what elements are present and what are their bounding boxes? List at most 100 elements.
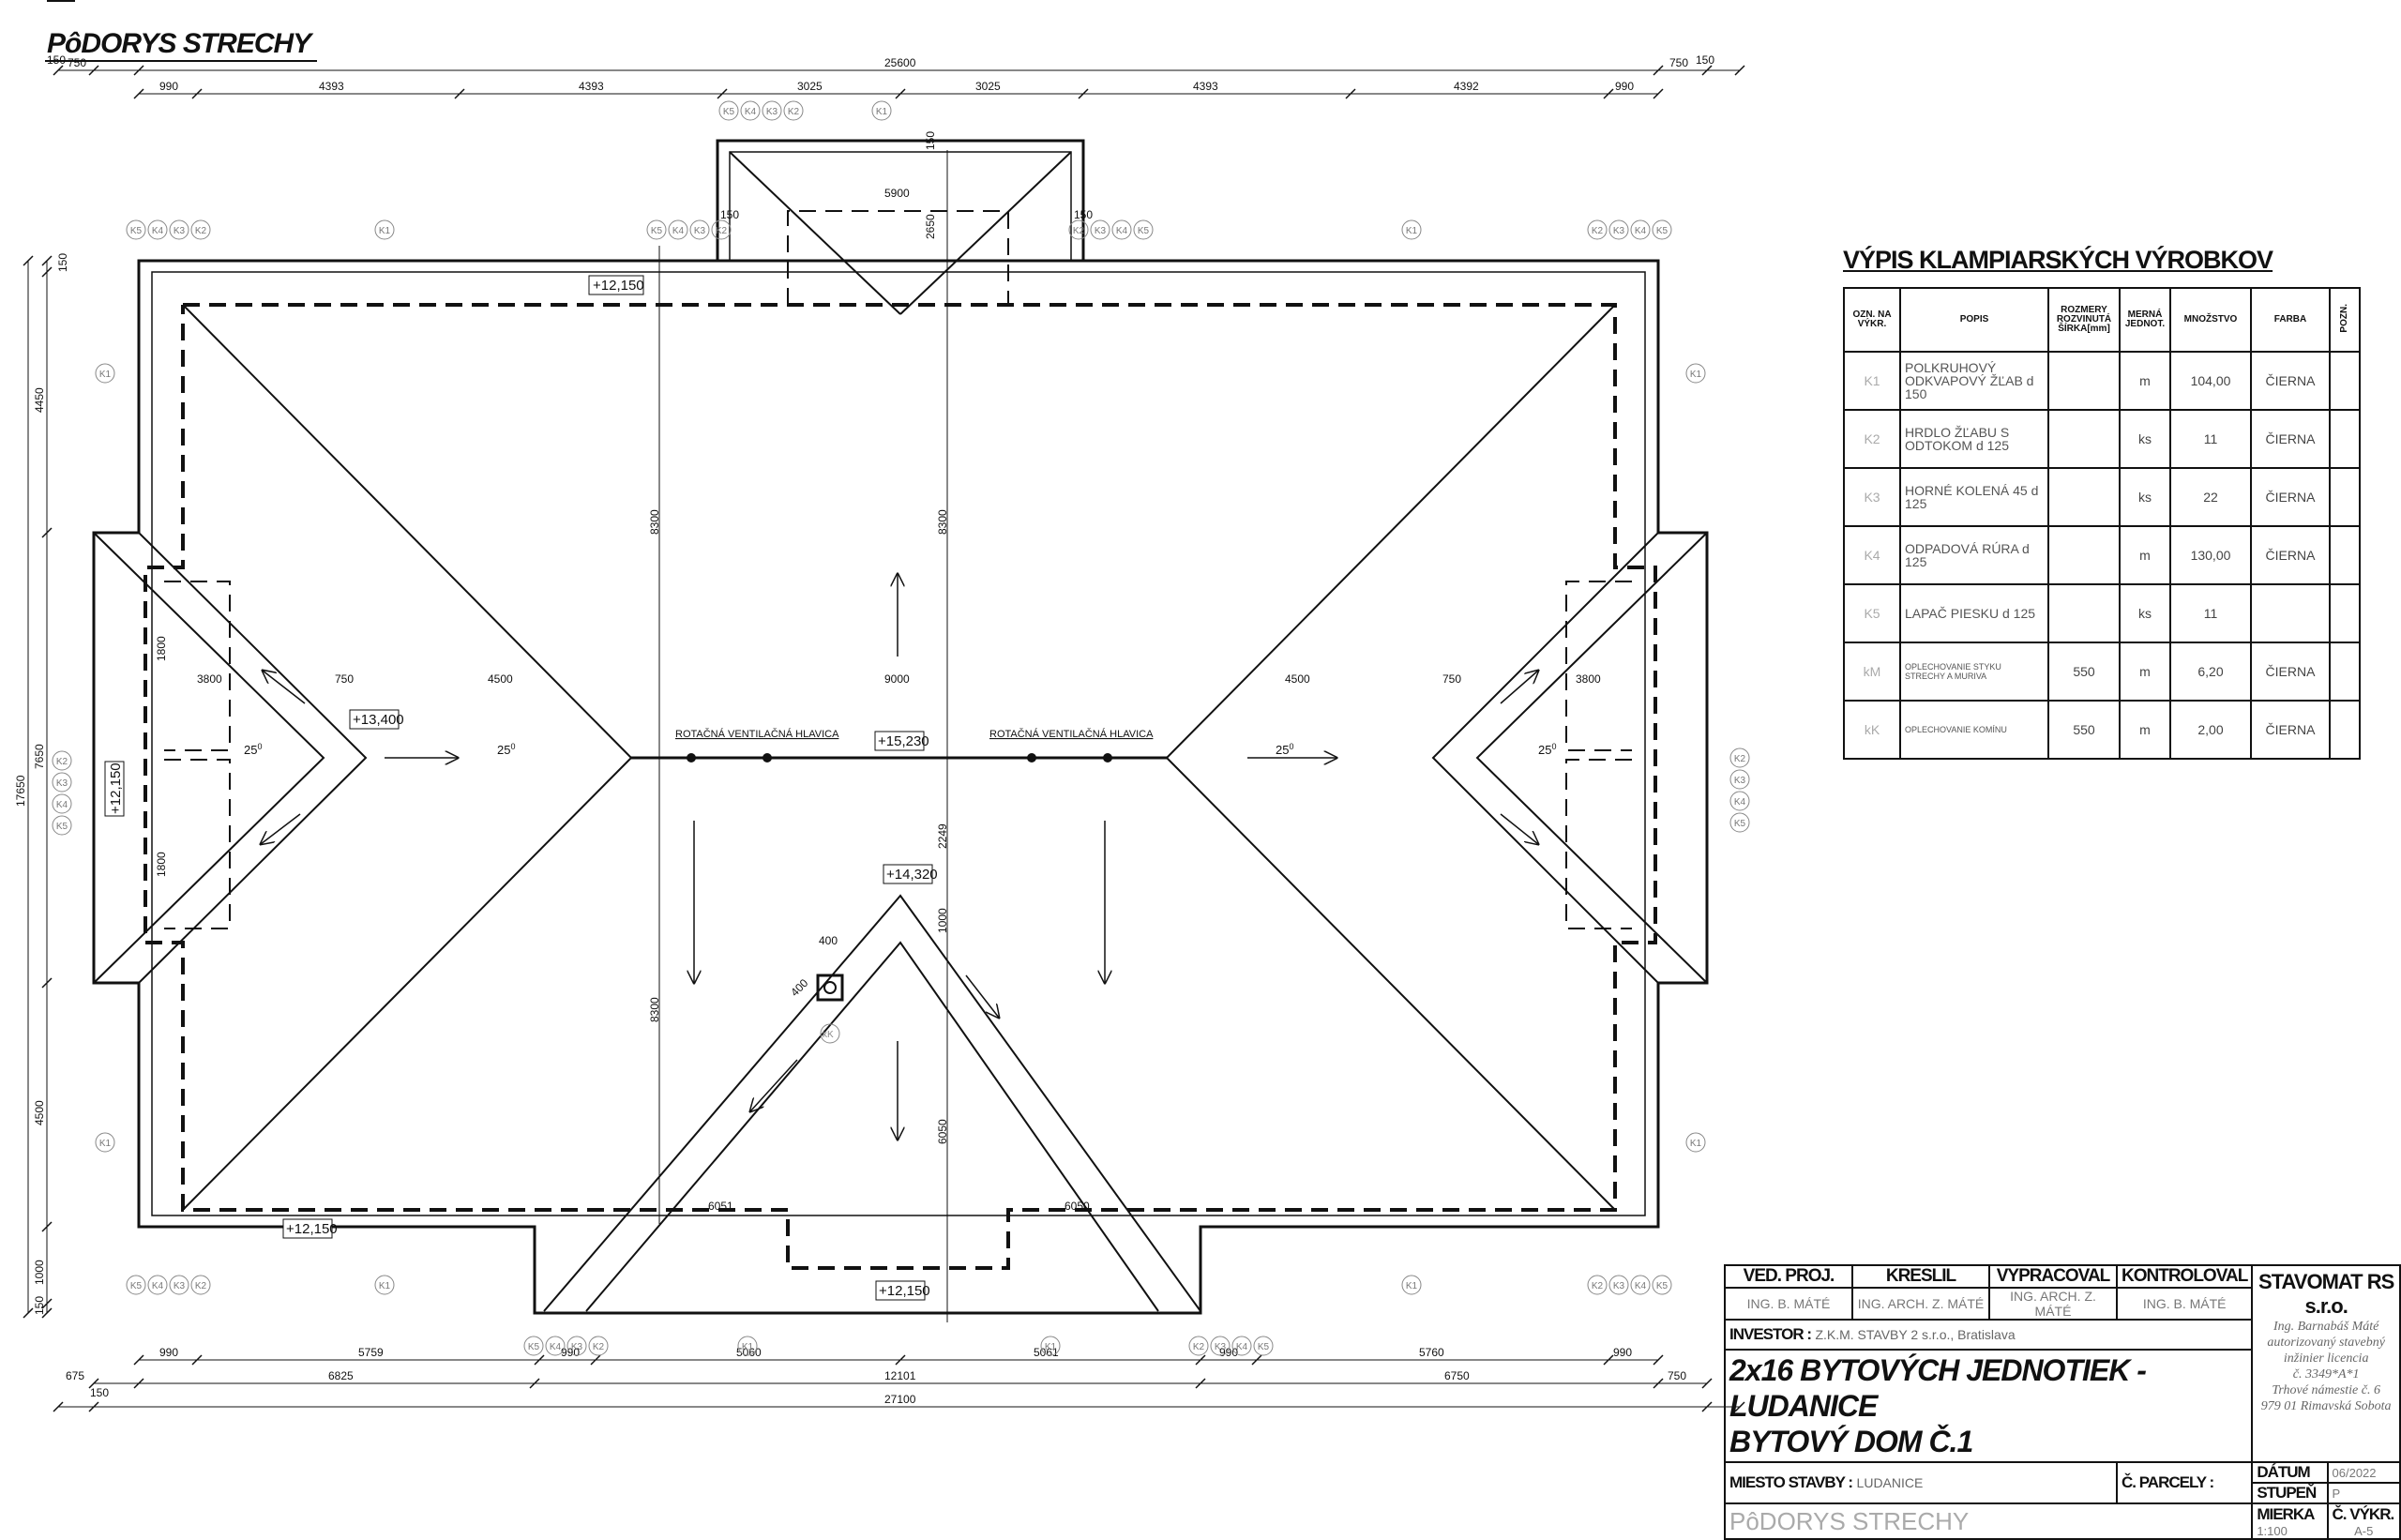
tb-ved-proj-label: VED. PROJ.	[1724, 1264, 1853, 1289]
roof-outline	[92, 139, 1709, 1315]
dimension-tick	[1195, 1378, 1206, 1389]
drain-tag-circle	[52, 750, 72, 771]
drain-tag-circle	[668, 219, 688, 240]
drain-tag-label: K2	[593, 1342, 605, 1352]
drain-tag-label: K1	[742, 1342, 754, 1352]
svg-text:8300: 8300	[648, 997, 661, 1022]
drain-tag-label: K4	[152, 1281, 164, 1291]
drain-tag-label: K2	[1073, 226, 1085, 236]
vent-label-right: ROTAČNÁ VENTILAČNÁ HLAVICA	[989, 728, 1154, 740]
dimension-tick	[41, 1298, 53, 1309]
svg-text:990: 990	[1613, 1346, 1632, 1359]
drain-tag-label: K5	[528, 1342, 540, 1352]
drain-tag-circle	[95, 1132, 115, 1153]
drain-tag-label: K1	[1406, 226, 1418, 236]
drain-tag-circle	[1133, 219, 1154, 240]
dimension-tick	[191, 1354, 203, 1366]
level-eave-top: +12,150	[593, 278, 644, 294]
dimension-tick	[88, 1401, 99, 1412]
drain-tag-circle	[1685, 363, 1706, 384]
drain-tag-circle	[1608, 219, 1629, 240]
drain-tag-label: K4	[1236, 1342, 1248, 1352]
svg-text:250: 250	[1538, 742, 1556, 757]
level-main-ridge: +15,230	[878, 733, 929, 749]
svg-text:2249: 2249	[936, 823, 949, 849]
dimension-tick	[23, 255, 34, 266]
svg-text:5061: 5061	[1034, 1346, 1059, 1359]
tb-parcel-label: Č. PARCELY :	[2122, 1473, 2214, 1491]
tb-scale-label: MIERKA	[2257, 1504, 2315, 1523]
svg-text:27100: 27100	[884, 1393, 916, 1406]
drain-tag-label: K4	[152, 226, 164, 236]
drain-tag-circle	[1587, 219, 1608, 240]
drain-tag-label: K4	[1116, 226, 1128, 236]
drain-tag-circle	[545, 1336, 566, 1356]
drain-tag-label: K4	[550, 1342, 562, 1352]
drain-tag-circle	[169, 1275, 189, 1295]
svg-text:750: 750	[1668, 1369, 1686, 1382]
dimension-tick	[590, 1354, 601, 1366]
table-row: K5 LAPAČ PIESKU d 125 ks 11	[1843, 583, 2361, 643]
dimension-tick	[1251, 1354, 1262, 1366]
tb-stage-label: STUPEŇ	[2251, 1482, 2329, 1504]
drain-tag-circle	[711, 219, 732, 240]
svg-text:1800: 1800	[155, 852, 168, 877]
dimension-tick	[1734, 65, 1745, 76]
table-row: K2 HRDLO ŽĽABU S ODTOKOM d 125 ks 11 ČIE…	[1843, 409, 2361, 469]
svg-text:4393: 4393	[579, 80, 604, 93]
corner-rule	[47, 0, 75, 2]
svg-text:5759: 5759	[358, 1346, 384, 1359]
drain-tag-circle	[1685, 1132, 1706, 1153]
drain-tag-circle	[52, 815, 72, 836]
tb-drawing-no-label: Č. VÝKR.	[2332, 1504, 2395, 1523]
drain-tag-label: K5	[130, 1281, 143, 1291]
drain-tag-label: K2	[1592, 1281, 1604, 1291]
drain-tag-label: K2	[195, 1281, 207, 1291]
chimney-tag: kK	[823, 1030, 834, 1040]
drain-tag-circle	[737, 1336, 758, 1356]
schedule-title: VÝPIS KLAMPIARSKÝCH VÝROBKOV	[1843, 246, 2273, 274]
drain-tag-circle	[783, 100, 804, 121]
dimension-tick	[1701, 1401, 1713, 1412]
drain-tag-label: K5	[56, 822, 68, 832]
drain-tag-circle	[1608, 1275, 1629, 1295]
dimension-tick	[133, 65, 144, 76]
dimension-ticks	[23, 65, 1745, 1412]
svg-text:400: 400	[788, 976, 810, 999]
slope-labels: 250 250 250 250	[244, 742, 1556, 757]
drain-tag-circle	[1188, 1336, 1209, 1356]
dimension-tick	[534, 1354, 545, 1366]
drain-tag-label: K1	[379, 1281, 391, 1291]
svg-text:750: 750	[1442, 672, 1461, 686]
drain-tag-label: K2	[716, 226, 728, 236]
tb-stage: P	[2326, 1482, 2401, 1504]
tb-investor: Z.K.M. STAVBY 2 s.r.o., Bratislava	[1815, 1327, 2016, 1342]
svg-text:750: 750	[1669, 56, 1688, 69]
svg-text:4500: 4500	[1285, 672, 1310, 686]
svg-text:4500: 4500	[33, 1100, 46, 1125]
dimension-tick	[88, 1378, 99, 1389]
dimension-tick	[53, 65, 64, 76]
table-row: kM OPLECHOVANIE STYKU STRECHY A MURIVA 5…	[1843, 642, 2361, 702]
drain-tag-circle	[588, 1336, 609, 1356]
svg-text:990: 990	[1615, 80, 1634, 93]
drain-tag-circle	[1729, 812, 1750, 833]
col-unit: MERNÁ JEDNOT.	[2119, 287, 2171, 353]
tb-date-label: DÁTUM	[2251, 1461, 2329, 1484]
drain-tag-circle	[718, 100, 739, 121]
dimension-texts: 25600 150 750 750 150 990 4393 4393 3025…	[14, 53, 1714, 1406]
svg-text:1000: 1000	[33, 1260, 46, 1285]
drain-tag-label: K1	[876, 107, 888, 117]
drain-tag-label: K1	[1690, 1139, 1702, 1149]
drain-tag-label: K3	[1215, 1342, 1227, 1352]
drain-tag-label: K5	[1734, 819, 1746, 829]
tb-scale: 1:100	[2257, 1523, 2288, 1538]
drain-tag-circle	[689, 219, 710, 240]
drain-tag-circle	[190, 219, 211, 240]
drain-tag-circle	[147, 1275, 168, 1295]
tb-company: STAVOMAT RS s.r.o.	[2258, 1270, 2394, 1318]
drain-tag-label: K3	[1095, 226, 1107, 236]
drain-tag-circle	[1652, 219, 1672, 240]
drain-tag-circle	[646, 219, 667, 240]
